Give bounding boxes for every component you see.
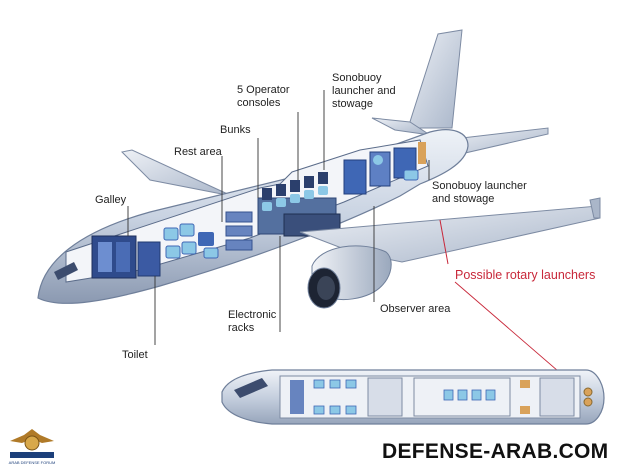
label-sonobuoy-top: Sonobuoy launcher and stowage	[332, 72, 396, 110]
forum-logo: ARAB DEFENSE FORUM	[9, 429, 56, 465]
logo-text: ARAB DEFENSE FORUM	[9, 460, 56, 465]
label-bunks: Bunks	[220, 124, 251, 136]
bunks	[225, 211, 253, 251]
label-electronic-racks: Electronic racks	[228, 309, 277, 334]
label-rest-area: Rest area	[174, 146, 222, 158]
upper-wing	[120, 149, 233, 197]
observer-seat	[403, 169, 419, 181]
winglet	[589, 197, 601, 219]
rotary-launcher-pointer	[439, 219, 449, 265]
floor-plan	[221, 369, 605, 425]
engine	[307, 245, 392, 309]
leader-lines	[127, 90, 430, 345]
label-sonobuoy-right: Sonobuoy launcher and stowage	[432, 180, 527, 205]
horizontal-stabilizer-upper	[371, 117, 431, 136]
label-operator-consoles: 5 Operator consoles	[237, 84, 290, 109]
cockpit-windows	[54, 262, 78, 280]
label-rotary-launchers: Possible rotary launchers	[455, 268, 596, 282]
label-toilet: Toilet	[122, 349, 148, 361]
toilet-block	[137, 241, 161, 277]
watermark: DEFENSE-ARAB.COM	[382, 440, 609, 463]
vertical-stabilizer	[407, 29, 463, 129]
rest-area-seats	[163, 223, 219, 259]
label-galley: Galley	[95, 194, 127, 206]
label-observer-area: Observer area	[380, 303, 451, 315]
